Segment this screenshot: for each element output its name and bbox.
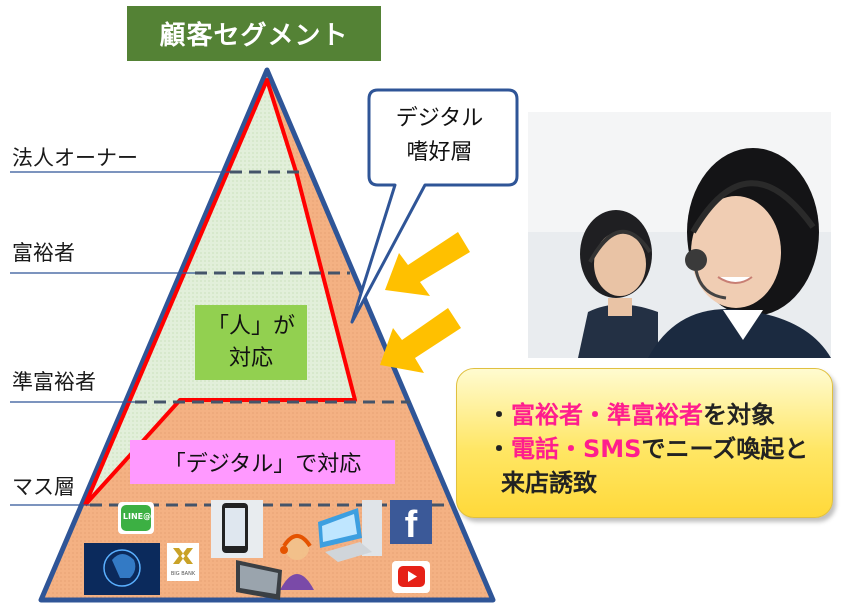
target-note-box: ・富裕者・準富裕者を対象 ・電話・SMSでニーズ喚起と 来店誘致	[456, 368, 833, 518]
diagram-title: 顧客セグメント	[127, 6, 381, 61]
tier-label-semi-wealthy: 準富裕者	[12, 370, 96, 394]
callout-text: デジタル 嗜好層	[372, 102, 507, 170]
note-highlight-channel: 電話・SMS	[511, 435, 642, 463]
note-text: を対象	[703, 401, 775, 429]
note-bullet: ・	[487, 435, 511, 463]
note-bullet: ・	[487, 401, 511, 429]
note-line-1: ・富裕者・準富裕者を対象	[487, 395, 775, 430]
human-box-line: 対応	[228, 345, 273, 371]
arrow-icon	[380, 308, 461, 373]
call-center-photo	[528, 112, 831, 358]
line-app-icon	[118, 502, 154, 534]
bank-icon-label: BIG BANK	[170, 571, 196, 577]
youtube-icon	[392, 561, 430, 593]
ai-head-icon	[84, 543, 160, 595]
bank-icon	[167, 543, 199, 581]
note-line-3: 来店誘致	[501, 469, 597, 497]
call-center-illustration	[528, 112, 831, 358]
tier-label-corporate-owner: 法人オーナー	[12, 146, 138, 170]
callout-line: 嗜好層	[406, 140, 473, 165]
facebook-icon-glyph: f	[404, 504, 418, 546]
note-highlight-segment: 富裕者・準富裕者	[511, 401, 703, 429]
smartphone-icon	[211, 500, 263, 558]
human-response-box: 「人」が 対応	[195, 305, 307, 380]
note-text: でニーズ喚起と	[641, 435, 809, 463]
note-line-2: ・電話・SMSでニーズ喚起と	[487, 429, 808, 464]
computer-icon	[318, 500, 382, 562]
monitor-icon	[236, 560, 282, 600]
human-box-line: 「人」が	[206, 313, 295, 339]
facebook-icon	[390, 500, 432, 544]
tier-label-mass: マス層	[12, 475, 75, 499]
operator-icon	[280, 534, 314, 590]
callout-line: デジタル	[395, 106, 484, 131]
callout-bubble	[350, 88, 519, 324]
line-icon-label: LINE@	[122, 512, 152, 521]
human-zone-outline	[83, 78, 357, 507]
tier-label-wealthy: 富裕者	[12, 241, 75, 265]
arrow-icon	[385, 232, 470, 296]
digital-response-box: 「デジタル」で対応	[130, 440, 395, 484]
